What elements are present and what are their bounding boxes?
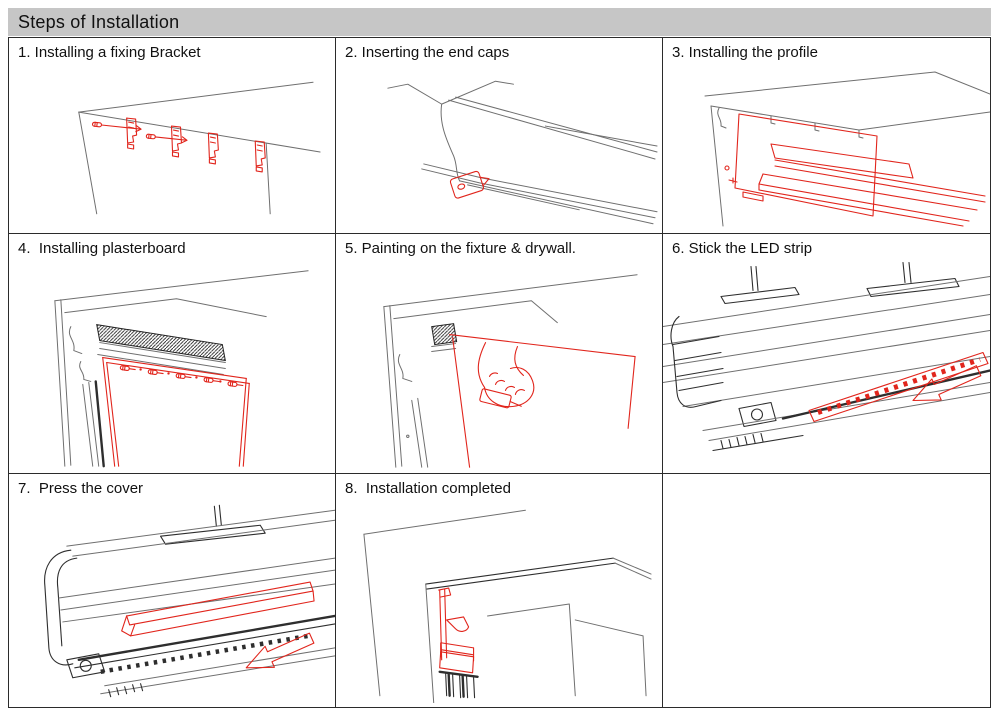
step-5-illustration [383, 274, 638, 468]
step-cell-2: 2. Inserting the end caps [336, 38, 663, 234]
step-4-label: 4. Installing plasterboard [18, 240, 186, 257]
step-2-illustration [387, 80, 658, 225]
step-1-label: 1. Installing a fixing Bracket [18, 44, 201, 61]
step-5-label: 5. Painting on the fixture & drywall. [345, 240, 576, 257]
step-cell-1: 1. Installing a fixing Bracket [9, 38, 336, 234]
step-cell-3: 3. Installing the profile [663, 38, 990, 234]
step-7-label: 7. Press the cover [18, 480, 144, 497]
step-1-illustration [78, 81, 321, 215]
step-cell-7: 7. Press the cover [9, 474, 336, 707]
page-title: Steps of Installation [18, 11, 180, 32]
step-6-label: 6. Stick the LED strip [672, 240, 813, 257]
step-6-illustration [663, 261, 990, 451]
step-3-illustration [704, 71, 990, 227]
step-8-label: 8. Installation completed [345, 480, 511, 497]
steps-table: 1. Installing a fixing Bracket [8, 37, 991, 708]
step-cell-4: 4. Installing plasterboard [9, 234, 336, 474]
step-3-label: 3. Installing the profile [672, 44, 818, 61]
step-7-illustration [44, 504, 335, 698]
step-8-illustration [363, 509, 652, 703]
step-2-label: 2. Inserting the end caps [345, 44, 510, 61]
empty-cell [663, 474, 990, 707]
step-4-illustration [54, 270, 309, 468]
page-title-bar: Steps of Installation [8, 8, 991, 36]
step-cell-5: 5. Painting on the fixture & drywall. [336, 234, 663, 474]
step-cell-8: 8. Installation completed [336, 474, 663, 707]
step-cell-6: 6. Stick the LED strip [663, 234, 990, 474]
